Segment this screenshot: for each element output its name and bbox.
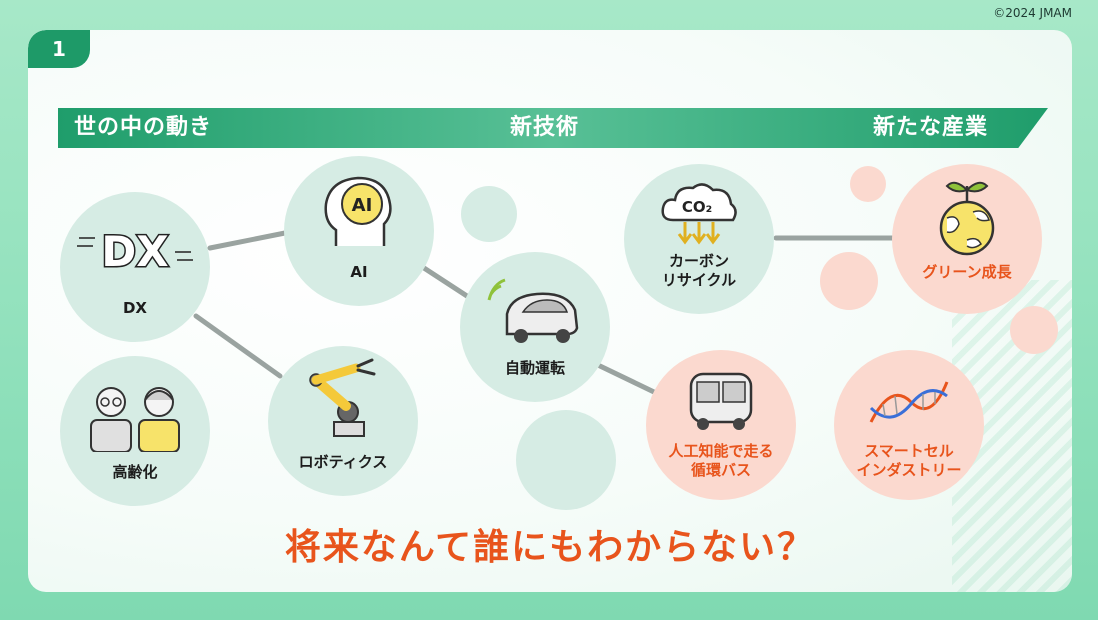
node-autonomous: 自動運転: [460, 252, 610, 402]
node-smartcell-label-line1: スマートセル: [864, 442, 954, 460]
co2-icon-text: CO₂: [682, 198, 712, 216]
node-green-label: グリーン成長: [922, 263, 1012, 281]
self-driving-car-icon: [487, 278, 579, 343]
node-ai-label: AI: [350, 263, 368, 281]
node-robotics-label: ロボティクス: [298, 453, 388, 471]
dna-icon: [869, 381, 949, 423]
category-banner: [58, 108, 1048, 148]
node-dx: DX DX: [60, 192, 210, 342]
node-autonomous-label: 自動運転: [504, 359, 565, 377]
node-carbon-label: カーボン リサイクル: [662, 252, 736, 290]
svg-text:DX: DX: [101, 227, 168, 276]
robot-arm-icon: [309, 358, 376, 437]
copyright: ©2024 JMAM: [993, 6, 1072, 20]
elderly-couple-icon: [90, 387, 180, 452]
connector-lines: [193, 229, 897, 395]
decor-bubble: [1010, 306, 1058, 354]
node-dx-label: DX: [122, 299, 148, 317]
node-carbon-label-line2: リサイクル: [661, 271, 737, 289]
connector-dx-robotics: [193, 313, 283, 379]
bus-icon: [689, 372, 753, 430]
node-bus-label: 人工知能で走る 循環バス: [668, 442, 773, 480]
decor-bubble: [461, 186, 517, 242]
co2-cloud-icon: CO₂: [661, 183, 737, 245]
slide-card: 1 世の中の動き 新技術 新たな産業 DX DX: [28, 30, 1072, 592]
node-smartcell-label-line2: インダストリー: [856, 461, 962, 479]
node-bus-label-line1: 人工知能で走る: [668, 442, 774, 460]
connector-dx-ai: [207, 229, 293, 251]
node-aging: 高齢化: [60, 356, 210, 506]
node-aging-label: 高齢化: [112, 463, 158, 481]
ai-head-icon: AI: [324, 176, 392, 246]
node-ai: AI AI: [284, 156, 434, 306]
node-smartcell-label: スマートセル インダストリー: [856, 442, 961, 480]
connector-autonomous-bus: [597, 363, 657, 395]
banner-label-trends: 世の中の動き: [74, 115, 213, 140]
decor-bubble: [850, 166, 886, 202]
ai-icon-text: AI: [352, 195, 373, 216]
node-bus-label-line2: 循環バス: [690, 461, 751, 479]
sprouting-globe-icon: [939, 181, 995, 256]
dx-logo-icon: DX: [77, 226, 193, 278]
decor-bubble: [820, 252, 878, 310]
node-bus: 人工知能で走る 循環バス: [646, 350, 796, 500]
node-carbon-label-line1: カーボン: [668, 252, 729, 270]
node-robotics: ロボティクス: [268, 346, 418, 496]
tagline: 将来なんて誰にもわからない？: [284, 527, 816, 568]
connector-ai-autonomous: [421, 265, 473, 301]
node-smartcell: スマートセル インダストリー: [834, 350, 984, 500]
slide-number-tab: 1: [28, 30, 90, 68]
node-carbon: CO₂ カーボン リサイクル: [624, 164, 774, 314]
banner-label-new-industry: 新たな産業: [873, 115, 989, 140]
node-green: グリーン成長: [892, 164, 1042, 314]
banner-label-new-tech: 新技術: [510, 115, 580, 140]
decor-bubble: [516, 410, 616, 510]
